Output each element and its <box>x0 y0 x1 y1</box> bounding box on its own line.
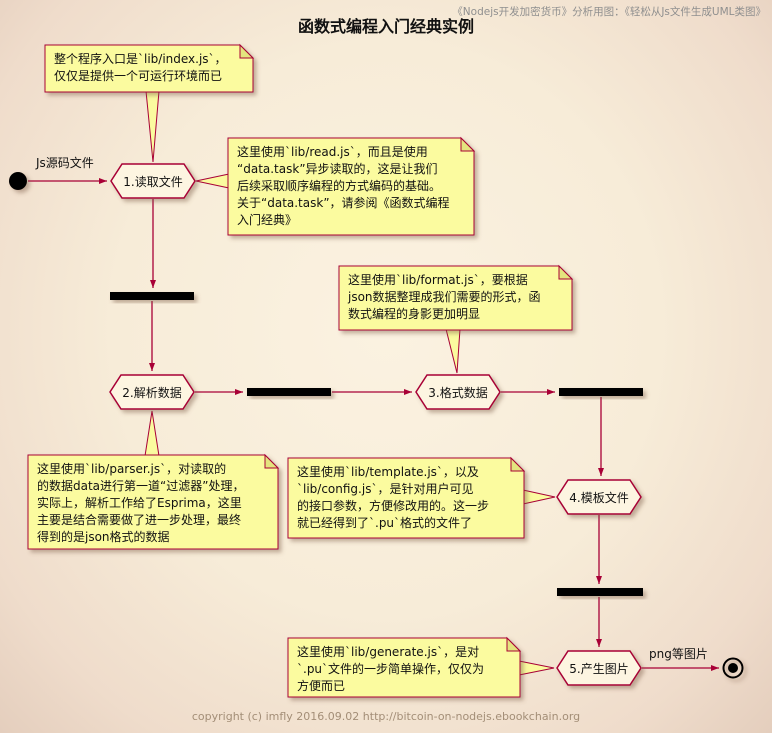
note-text-index: 整个程序入口是`lib/index.js`， 仅仅是提供一个可运行环境而已 <box>54 52 227 83</box>
note-generate <box>287 636 522 698</box>
activity-label-read: 1.读取文件 <box>123 174 183 189</box>
activity-shape-parse <box>109 374 195 410</box>
note-tail-format <box>445 328 461 374</box>
note-text-parser: 这里使用`lib/parser.js`，对读取的 的数据data进行第一道“过滤… <box>37 462 245 544</box>
sync-bar-1 <box>110 292 194 300</box>
diagram-title: 函数式编程入门经典实例 <box>297 17 474 36</box>
activity-label-parse: 2.解析数据 <box>122 385 182 400</box>
note-parser <box>27 453 280 550</box>
sync-bar-3 <box>559 388 643 396</box>
end-node-label: png等图片 <box>649 647 708 661</box>
note-read <box>227 136 476 236</box>
note-text-format: 这里使用`lib/format.js`，要根据 json数据整理成我们需要的形式… <box>348 273 541 321</box>
note-index <box>44 43 255 93</box>
start-node-label: Js源码文件 <box>36 156 94 170</box>
activity-shape-template <box>556 479 642 515</box>
note-tail-parser <box>144 410 160 457</box>
note-template <box>287 456 526 539</box>
start-node <box>9 172 27 190</box>
note-tail-index <box>145 90 160 163</box>
end-node-ring <box>722 657 744 679</box>
note-tail-template <box>522 489 556 505</box>
note-tail-generate <box>518 660 555 676</box>
end-node-dot <box>728 663 738 673</box>
note-text-generate: 这里使用`lib/generate.js`，是对 `.pu`文件的一步简单操作，… <box>297 645 485 693</box>
activity-shape-format <box>415 374 501 410</box>
activity-label-template: 4.模板文件 <box>569 490 629 505</box>
note-text-template: 这里使用`lib/template.js`，以及 `lib/config.js`… <box>297 465 490 530</box>
activity-shape-read <box>110 163 196 199</box>
activity-shape-generate <box>556 650 642 686</box>
header-caption: 《Nodejs开发加密货币》分析用图：《轻松从Js文件生成UML类图》 <box>452 6 766 18</box>
activity-label-generate: 5.产生图片 <box>569 661 629 676</box>
note-text-read: 这里使用`lib/read.js`，而且是使用 “data.task”异步读取的… <box>237 145 450 227</box>
footer-copyright: copyright (c) imfly 2016.09.02 http://bi… <box>191 710 581 723</box>
activity-label-format: 3.格式数据 <box>428 385 488 400</box>
note-tail-read <box>195 173 230 189</box>
note-format <box>338 264 574 331</box>
sync-bar-2 <box>247 388 331 396</box>
sync-bar-4 <box>557 588 643 596</box>
